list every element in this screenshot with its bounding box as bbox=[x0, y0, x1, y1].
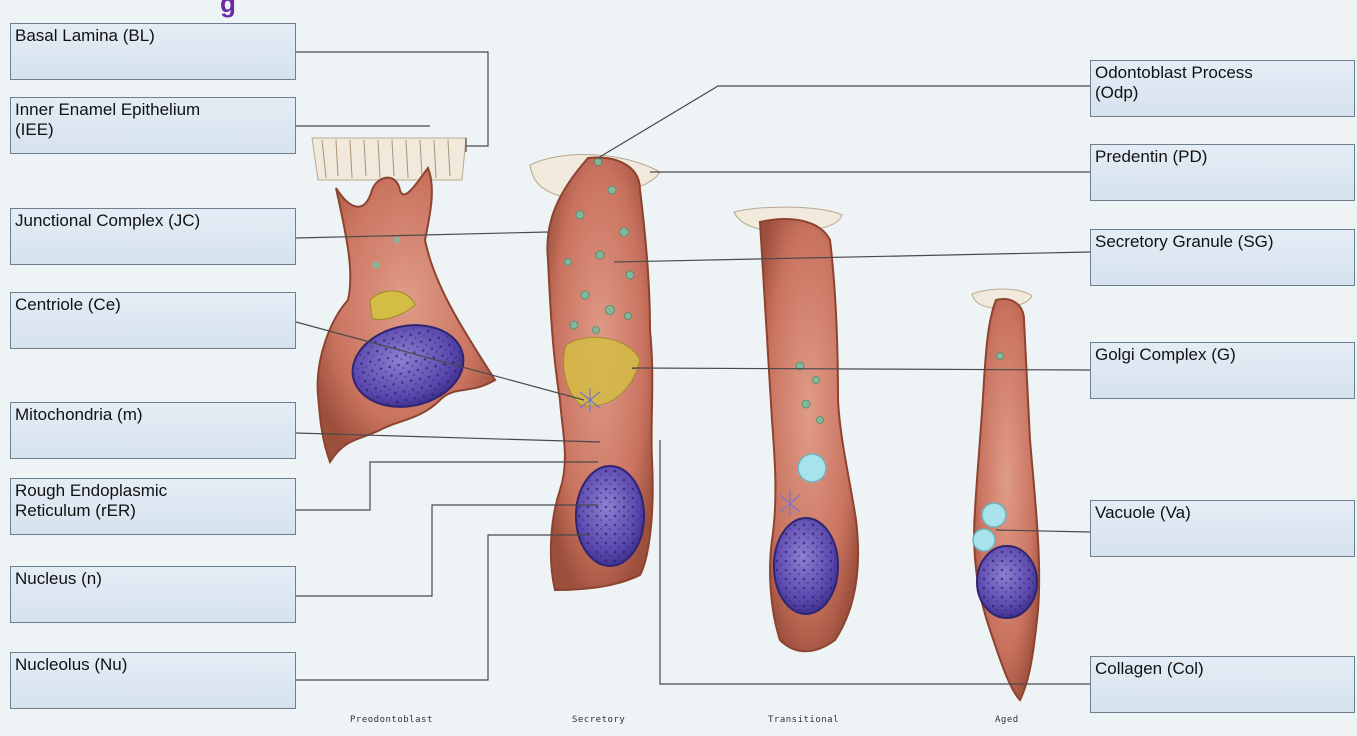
cell-secretory bbox=[530, 155, 660, 590]
caption-transitional: Transitional bbox=[768, 715, 839, 725]
label-rough-endoplasmic-reticulum: Rough Endoplasmic Reticulum (rER) bbox=[10, 478, 296, 535]
caption-preodontoblast: Preodontoblast bbox=[350, 715, 433, 725]
caption-secretory: Secretory bbox=[572, 715, 625, 725]
caption-aged: Aged bbox=[995, 715, 1019, 725]
leader-sg bbox=[614, 252, 1090, 262]
label-collagen: Collagen (Col) bbox=[1090, 656, 1355, 713]
enamel-epithelium-fringe bbox=[312, 138, 466, 180]
leader-rer bbox=[296, 462, 598, 510]
label-centriole: Centriole (Ce) bbox=[10, 292, 296, 349]
label-vacuole: Vacuole (Va) bbox=[1090, 500, 1355, 557]
label-basal-lamina: Basal Lamina (BL) bbox=[10, 23, 296, 80]
cell-aged bbox=[972, 289, 1039, 700]
leader-nucleolus bbox=[296, 535, 590, 680]
label-odontoblast-process: Odontoblast Process (Odp) bbox=[1090, 60, 1355, 117]
leader-odp bbox=[598, 86, 1090, 158]
aged-body bbox=[974, 299, 1039, 700]
label-nucleus: Nucleus (n) bbox=[10, 566, 296, 623]
label-predentin: Predentin (PD) bbox=[1090, 144, 1355, 201]
label-mitochondria: Mitochondria (m) bbox=[10, 402, 296, 459]
label-nucleolus: Nucleolus (Nu) bbox=[10, 652, 296, 709]
cell-transitional bbox=[734, 207, 858, 651]
label-golgi-complex: Golgi Complex (G) bbox=[1090, 342, 1355, 399]
label-junctional-complex: Junctional Complex (JC) bbox=[10, 208, 296, 265]
transitional-vacuole bbox=[798, 454, 826, 482]
label-inner-enamel-epithelium: Inner Enamel Epithelium (IEE) bbox=[10, 97, 296, 154]
cell-preodontoblast bbox=[312, 138, 495, 462]
aged-vacuole-1 bbox=[982, 503, 1006, 527]
aged-vacuole-2 bbox=[973, 529, 995, 551]
label-secretory-granule: Secretory Granule (SG) bbox=[1090, 229, 1355, 286]
leader-basal-lamina bbox=[296, 52, 488, 146]
preodontoblast-body bbox=[318, 168, 495, 462]
